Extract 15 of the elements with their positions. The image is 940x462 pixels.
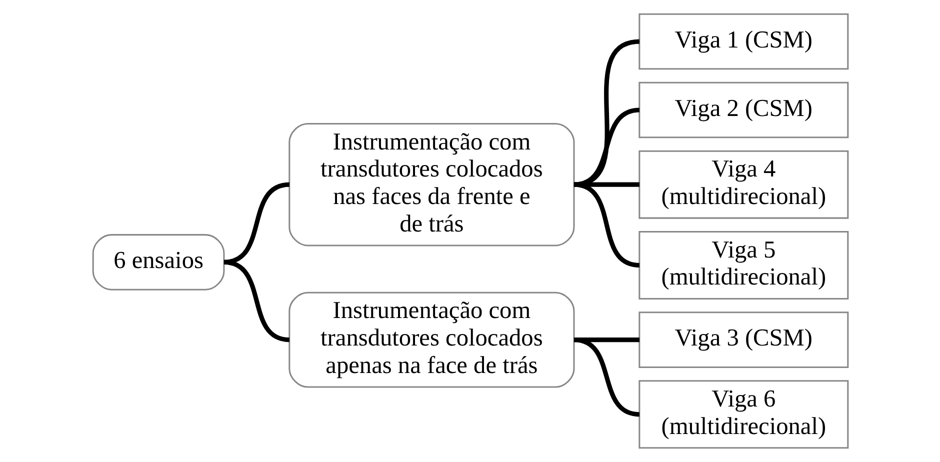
node-box: 6 ensaios	[92, 234, 224, 290]
node-box: Instrumentação com transdutores colocados nas faces da frente e de trás	[288, 122, 574, 246]
connector	[573, 108, 640, 187]
node-box: Viga 5 (multidirecional)	[638, 231, 848, 300]
node-box: Viga 4 (multidirecional)	[638, 150, 848, 219]
node-box: Viga 6 (multidirecional)	[638, 380, 848, 449]
connector	[223, 260, 290, 342]
node-box: Viga 1 (CSM)	[638, 13, 848, 70]
connector	[573, 338, 640, 417]
connector	[223, 182, 290, 264]
node-box: Viga 3 (CSM)	[638, 312, 848, 368]
node-box: Instrumentação com transdutores colocados apenas na face de trás	[288, 292, 574, 388]
node-box: Viga 2 (CSM)	[638, 82, 848, 138]
connector	[573, 39, 640, 187]
connector	[573, 182, 640, 268]
